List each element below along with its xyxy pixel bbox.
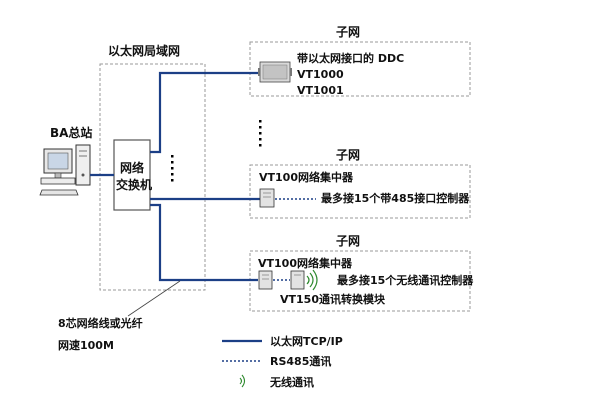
subnet1-box	[249, 41, 471, 97]
cable-label-line1: 8芯网络线或光纤	[58, 316, 143, 330]
subnet1-line3: VT1001	[297, 84, 344, 97]
legend-wireless-label: 无线通讯	[269, 375, 314, 389]
legend: 以太网TCP/IP RS485通讯 无线通讯	[222, 334, 343, 389]
ellipsis-dots-switch	[171, 155, 174, 182]
subnet1-title: 子网	[336, 25, 360, 39]
subnet2-title: 子网	[336, 148, 360, 162]
cable-pointer	[127, 280, 181, 317]
switch-label-line1: 网络	[120, 160, 144, 175]
network-switch	[113, 139, 151, 211]
legend-wireless-icon	[239, 374, 246, 388]
subnet2-box	[249, 164, 471, 219]
ellipsis-dots-subnets	[259, 120, 262, 147]
legend-ethernet-label: 以太网TCP/IP	[270, 334, 343, 348]
subnet2-max-note: 最多接15个带485接口控制器	[321, 191, 470, 205]
subnet1-line2: VT1000	[297, 68, 344, 81]
subnet3-concentrator-label: VT100网络集中器	[258, 256, 353, 270]
subnet2-concentrator-label: VT100网络集中器	[259, 170, 354, 184]
subnet3-max-note: 最多接15个无线通讯控制器	[337, 273, 474, 287]
concentrator-icon	[259, 188, 275, 208]
computer-icon	[39, 144, 91, 196]
subnet1-line1: 带以太网接口的 DDC	[297, 51, 404, 65]
legend-rs485-label: RS485通讯	[270, 355, 331, 368]
eth-switch-to-subnet1	[150, 71, 260, 154]
ddc-device-icon	[258, 61, 292, 83]
lan-box	[99, 63, 206, 291]
concentrator-icon-2	[258, 270, 273, 290]
switch-label-line2: 交换机	[116, 177, 152, 192]
subnet3-module-label: VT150通讯转换模块	[280, 292, 386, 306]
subnet3-title: 子网	[336, 234, 360, 248]
lan-title: 以太网局域网	[108, 43, 180, 58]
eth-switch-to-subnet3	[150, 203, 258, 282]
ba-station-label: BA总站	[50, 125, 92, 140]
wireless-signal-icon	[306, 269, 318, 291]
cable-label-line2: 网速100M	[58, 338, 114, 352]
converter-module-icon	[290, 270, 305, 290]
